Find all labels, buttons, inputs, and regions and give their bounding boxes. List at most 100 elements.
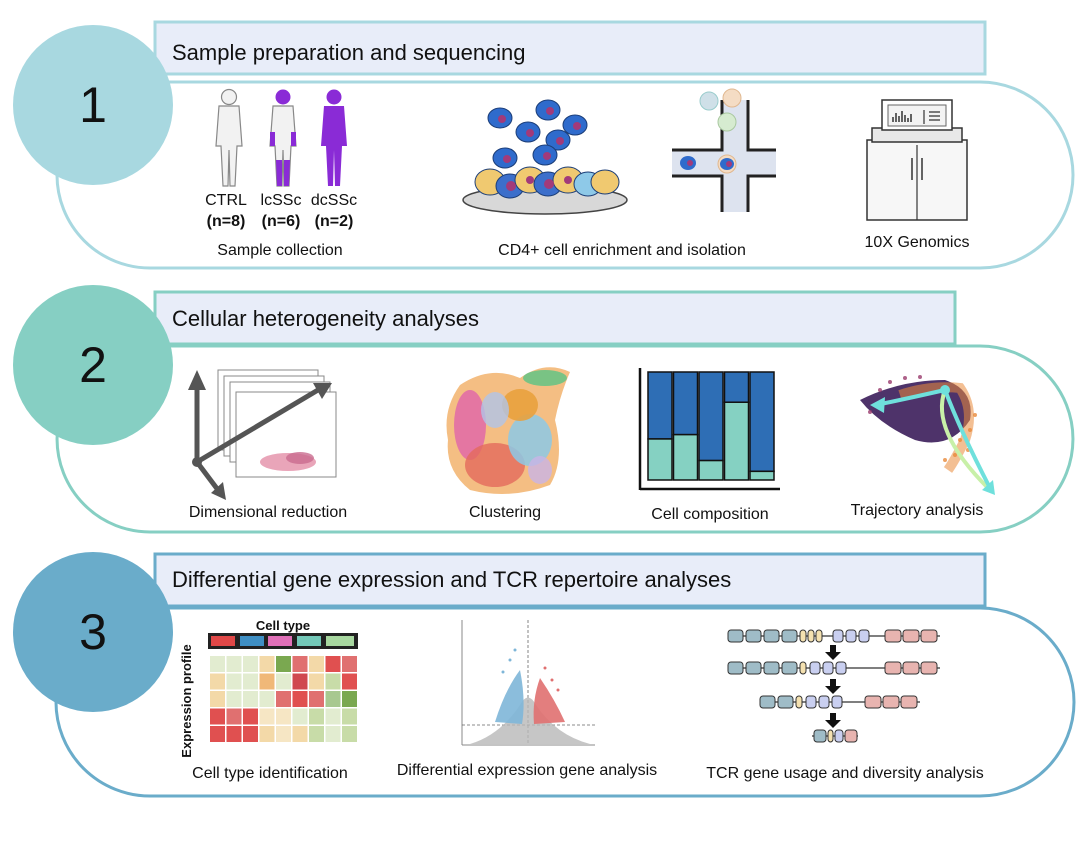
tcr-gene-segment	[884, 629, 902, 643]
tcr-gene-segment	[799, 629, 807, 643]
composition-bar-lower	[672, 433, 699, 481]
heatmap-cell	[309, 708, 324, 725]
section-1-header	[153, 20, 987, 76]
section-1: 1 Sample preparation and sequencing CTRL…	[13, 20, 1075, 270]
section-3-title: Differential gene expression and TCR rep…	[172, 567, 731, 592]
tcr-gene-segment	[832, 629, 844, 643]
step-2-number: 2	[79, 337, 107, 393]
tcr-gene-segment	[745, 661, 762, 675]
ctrl-figure-icon	[215, 88, 243, 187]
heatmap-cell	[243, 691, 258, 707]
tcr-gene-segment	[858, 629, 870, 643]
down-arrow-icon	[825, 720, 841, 728]
heatmap-cell	[325, 673, 341, 690]
group-dcssc-count: (n=2)	[315, 213, 354, 230]
cell-composition-label: Cell composition	[651, 506, 768, 523]
step-3-circle	[13, 552, 173, 712]
down-arrow-icon	[825, 686, 841, 694]
heatmap-cell	[292, 708, 308, 725]
heatmap-row-title: Expression profile	[179, 644, 194, 757]
tcr-gene-segment	[884, 661, 902, 675]
tcr-gene-segment	[844, 729, 858, 743]
tcr-gene-segment	[759, 695, 776, 709]
down-arrow-icon	[830, 713, 836, 720]
group-ctrl-name: CTRL	[205, 192, 247, 209]
tcr-gene-segment	[777, 695, 794, 709]
tcr-gene-segment	[805, 695, 817, 709]
tcr-gene-segment	[845, 629, 857, 643]
heatmap-cell	[292, 691, 308, 707]
heatmap-cell	[276, 673, 291, 690]
composition-bar-lower	[749, 470, 775, 481]
step-2-circle	[13, 285, 173, 445]
sample-collection-label: Sample collection	[217, 242, 342, 259]
tcr-rearrangement-icon	[727, 629, 940, 743]
tcr-gene-segment	[831, 695, 843, 709]
section-3-header	[153, 552, 987, 608]
heatmap-cell	[259, 708, 275, 725]
composition-bar-lower	[723, 401, 750, 481]
tcr-gene-segment	[727, 629, 744, 643]
heatmap-cell	[210, 691, 225, 707]
expression-heatmap	[210, 656, 357, 742]
heatmap-cell	[342, 656, 357, 672]
heatmap-cell	[210, 673, 225, 690]
step-3-number: 3	[79, 604, 107, 660]
heatmap-cell	[243, 726, 258, 742]
tcr-gene-segment	[727, 661, 744, 675]
tcr-gene-segment	[781, 661, 798, 675]
tcr-gene-segment	[781, 629, 798, 643]
heatmap-cell	[276, 726, 291, 742]
heatmap-cell	[226, 708, 242, 725]
step-1-number: 1	[79, 77, 107, 133]
group-lcssc-count: (n=6)	[262, 213, 301, 230]
heatmap-cell	[292, 726, 308, 742]
sequencer-icon	[866, 99, 968, 221]
tcr-gene-segment	[763, 629, 780, 643]
tcr-gene-segment	[745, 629, 762, 643]
down-arrow-icon	[825, 652, 841, 660]
clustering-label: Clustering	[469, 504, 541, 521]
tcr-analysis-label: TCR gene usage and diversity analysis	[706, 765, 983, 782]
tcr-gene-segment	[795, 695, 803, 709]
group-ctrl-count: (n=8)	[207, 213, 246, 230]
section-2-title: Cellular heterogeneity analyses	[172, 306, 479, 331]
heatmap-cell	[342, 673, 357, 690]
tcr-gene-segment	[864, 695, 882, 709]
heatmap-cell	[276, 656, 291, 672]
heatmap-cell	[226, 656, 242, 672]
heatmap-cell	[210, 726, 225, 742]
heatmap-cell	[226, 673, 242, 690]
heatmap-cell	[276, 691, 291, 707]
tcr-gene-segment	[822, 661, 834, 675]
heatmap-cell	[325, 726, 341, 742]
heatmap-cell	[309, 656, 324, 672]
composition-bar-upper	[672, 371, 699, 436]
tcr-gene-segment	[807, 629, 815, 643]
section-2-header	[153, 290, 957, 346]
tcr-gene-segment	[815, 629, 823, 643]
microfluidic-chip-icon	[672, 88, 776, 212]
composition-bar-upper	[749, 371, 775, 473]
heatmap-cell	[292, 656, 308, 672]
composition-bar-lower	[698, 459, 724, 481]
tcr-gene-segment	[902, 661, 920, 675]
tcr-gene-segment	[799, 661, 807, 675]
composition-bar-lower	[647, 438, 673, 481]
heatmap-cell	[276, 708, 291, 725]
tcr-gene-segment	[809, 661, 821, 675]
clustering-umap-icon	[446, 367, 570, 494]
down-arrow-icon	[830, 645, 836, 652]
tcr-gene-segment	[835, 661, 847, 675]
heatmap-cell	[259, 673, 275, 690]
heatmap-cell	[292, 673, 308, 690]
heatmap-cell	[259, 726, 275, 742]
heatmap-cell	[309, 673, 324, 690]
heatmap-cell	[325, 656, 341, 672]
trajectory-analysis-label: Trajectory analysis	[851, 502, 984, 519]
heatmap-cell	[259, 656, 275, 672]
heatmap-cell	[309, 691, 324, 707]
tcr-gene-segment	[920, 661, 938, 675]
cell-composition-icon	[638, 368, 780, 491]
